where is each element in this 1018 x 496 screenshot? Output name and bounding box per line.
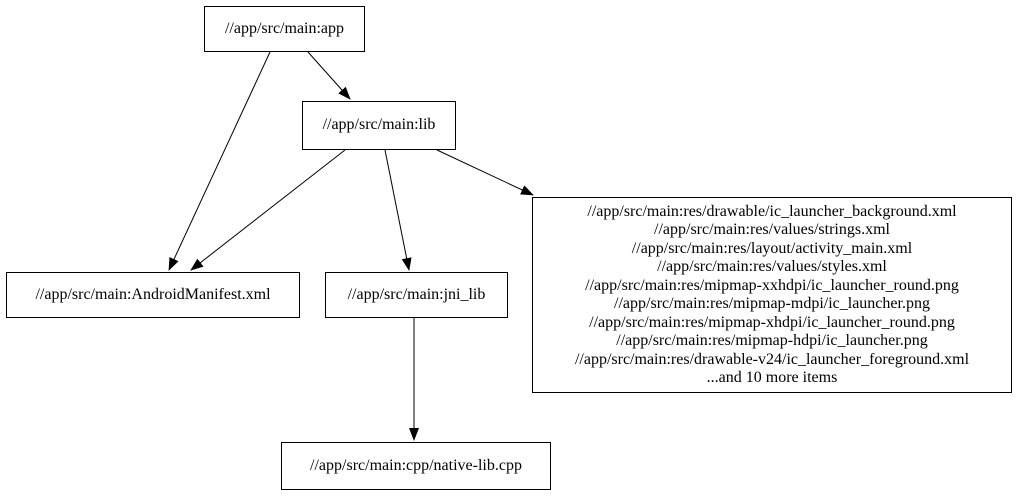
- node-jni-lib: //app/src/main:jni_lib: [325, 272, 508, 318]
- node-res-group: //app/src/main:res/drawable/ic_launcher_…: [532, 197, 1012, 393]
- edge-lib-to-res-group: [436, 149, 534, 196]
- node-native-lib-cpp: //app/src/main:cpp/native-lib.cpp: [281, 442, 551, 490]
- node-lib: //app/src/main:lib: [302, 101, 456, 150]
- edge-app-to-lib: [307, 51, 351, 100]
- node-lib-label: //app/src/main:lib: [322, 116, 436, 134]
- res-file-line: //app/src/main:res/layout/activity_main.…: [631, 239, 913, 257]
- res-file-line: //app/src/main:res/values/styles.xml: [657, 258, 887, 275]
- res-file-line: //app/src/main:res/values/strings.xml: [654, 221, 890, 238]
- res-file-line: //app/src/main:res/drawable-v24/ic_launc…: [574, 350, 970, 368]
- node-app: //app/src/main:app: [204, 6, 365, 52]
- edge-app-to-android-manifest: [168, 51, 271, 271]
- res-file-line: //app/src/main:res/mipmap-hdpi/ic_launch…: [616, 332, 928, 349]
- node-android-manifest: //app/src/main:AndroidManifest.xml: [6, 272, 300, 318]
- node-native-lib-cpp-label: //app/src/main:cpp/native-lib.cpp: [310, 456, 522, 474]
- res-file-line: //app/src/main:res/mipmap-mdpi/ic_launch…: [614, 295, 930, 312]
- res-file-line: //app/src/main:res/drawable/ic_launcher_…: [587, 202, 957, 220]
- edge-lib-to-android-manifest: [190, 149, 346, 271]
- edge-lib-to-jni-lib: [384, 149, 412, 271]
- node-app-label: //app/src/main:app: [224, 19, 345, 37]
- node-jni-lib-label: //app/src/main:jni_lib: [347, 285, 486, 303]
- res-more-items-line: ...and 10 more items: [706, 369, 838, 386]
- res-file-line: //app/src/main:res/mipmap-xxhdpi/ic_laun…: [585, 276, 959, 294]
- node-android-manifest-label: //app/src/main:AndroidManifest.xml: [35, 285, 271, 303]
- res-file-line: //app/src/main:res/mipmap-xhdpi/ic_launc…: [589, 313, 955, 331]
